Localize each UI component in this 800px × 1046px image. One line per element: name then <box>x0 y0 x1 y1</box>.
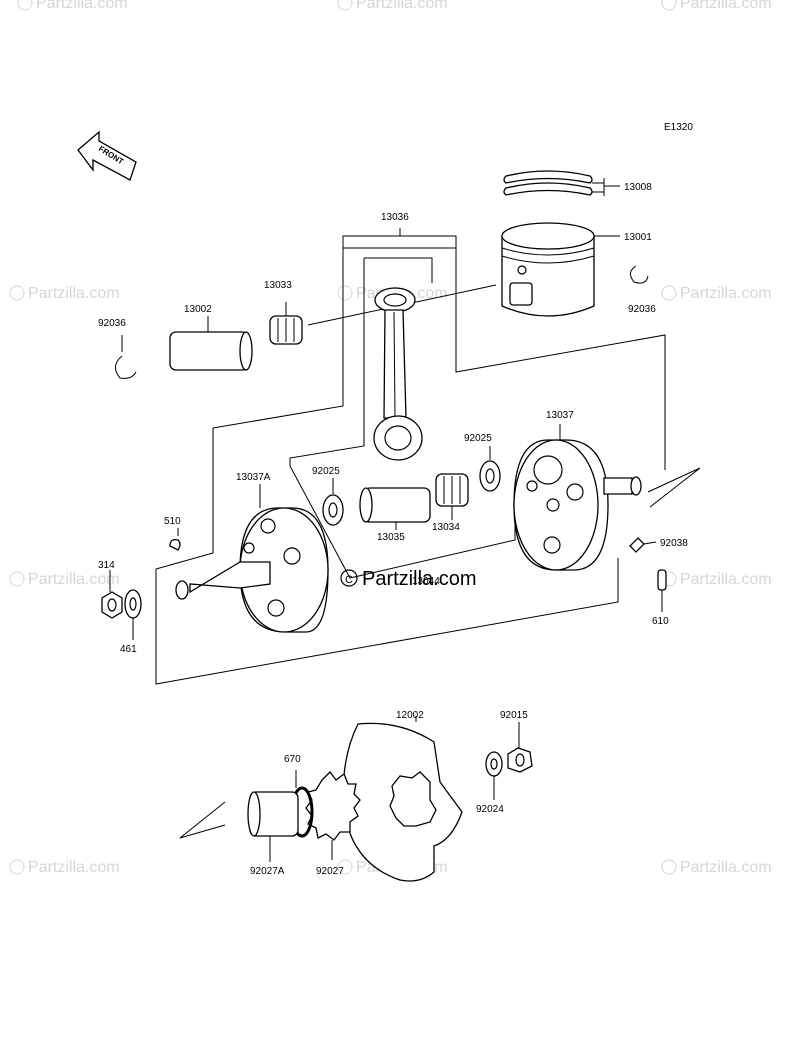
watermark-text: Partzilla.com <box>680 285 772 302</box>
label-92036-right: 92036 <box>628 304 656 315</box>
label-13034: 13034 <box>432 522 460 533</box>
needle-bearing-small <box>269 302 303 345</box>
thrust-washer-right <box>479 446 501 492</box>
label-92024: 92024 <box>476 804 504 815</box>
crank-half-left <box>175 484 329 633</box>
circlip-left <box>115 355 137 379</box>
connecting-rod <box>373 287 423 461</box>
dowel-pin <box>657 569 667 612</box>
label-13037: 13037 <box>546 410 574 421</box>
label-13035: 13035 <box>377 532 405 543</box>
watermark-text: Partzilla.com <box>356 0 448 12</box>
center-brand-text: Partzilla.com <box>362 568 476 590</box>
watermark-text: Partzilla.com <box>680 571 772 588</box>
thrust-washer-left <box>322 478 344 526</box>
label-510: 510 <box>164 516 181 527</box>
label-92036-left: 92036 <box>98 318 126 329</box>
collar <box>247 791 299 862</box>
front-arrow-icon: FRONT <box>77 130 137 181</box>
label-13036: 13036 <box>381 212 409 223</box>
label-13044: 13044 <box>412 576 440 587</box>
watermark-text: Partzilla.com <box>28 571 120 588</box>
rotary-valve-plate <box>342 716 463 882</box>
watermark-text: Partzilla.com <box>680 859 772 876</box>
label-13008: 13008 <box>624 182 652 193</box>
key-right <box>629 537 657 553</box>
watermark-text: Partzilla.com <box>28 285 120 302</box>
needle-bearing-big <box>435 473 469 520</box>
label-12002: 12002 <box>396 710 424 721</box>
washer-upper <box>485 751 503 800</box>
piston <box>501 222 620 317</box>
center-brand: C Partzilla.com <box>340 568 476 590</box>
label-13033: 13033 <box>264 280 292 291</box>
label-92025-left: 92025 <box>312 466 340 477</box>
watermark-text: Partzilla.com <box>680 0 772 12</box>
diagram-code: E1320 <box>664 122 693 133</box>
piston-pin <box>169 316 253 371</box>
label-13001: 13001 <box>624 232 652 243</box>
circlip-right <box>630 265 649 284</box>
assembly-frame <box>155 228 701 839</box>
watermark-text: Partzilla.com <box>28 859 120 876</box>
label-92027a: 92027A <box>250 866 285 877</box>
label-610: 610 <box>652 616 669 627</box>
woodruff-key <box>169 528 181 551</box>
sprocket-gear <box>305 771 361 860</box>
label-670: 670 <box>284 754 301 765</box>
crank-half-right <box>513 424 642 571</box>
svg-text:C: C <box>345 574 353 586</box>
crank-pin <box>359 487 431 530</box>
watermark-text: Partzilla.com <box>36 0 128 12</box>
label-13037a: 13037A <box>236 472 271 483</box>
label-13002: 13002 <box>184 304 212 315</box>
part-labels: 13008 13001 13036 13033 13002 92036 9203… <box>98 182 688 877</box>
label-461: 461 <box>120 644 137 655</box>
label-314: 314 <box>98 560 115 571</box>
crank-washer <box>124 589 142 640</box>
label-92038: 92038 <box>660 538 688 549</box>
piston-rings <box>503 170 620 196</box>
label-92027: 92027 <box>316 866 344 877</box>
label-92015: 92015 <box>500 710 528 721</box>
label-92025-right: 92025 <box>464 433 492 444</box>
nut-upper <box>507 722 533 773</box>
crank-nut <box>101 570 123 619</box>
